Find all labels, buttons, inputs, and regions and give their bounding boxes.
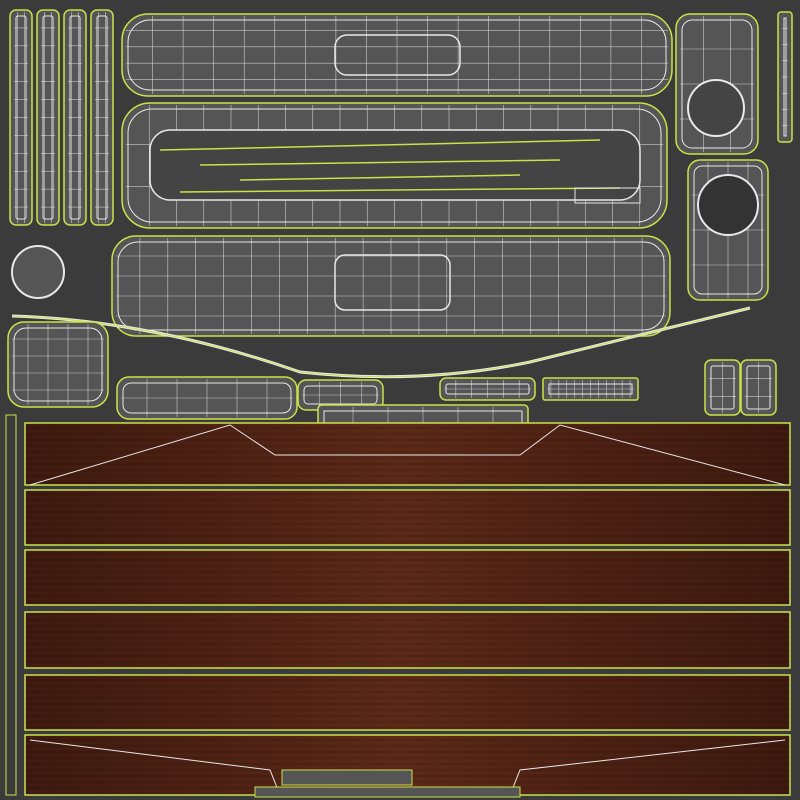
small-panel [574,187,641,204]
bottom-strip [281,769,413,786]
wood-panel [24,549,791,606]
thin-strip [777,11,793,143]
grille-island [542,377,639,401]
small-island [439,377,536,401]
inner-edge [13,327,103,402]
inner-edge [42,15,54,220]
speaker-circle [697,174,759,236]
speaker-circle [687,79,745,137]
wood-panel [24,422,791,486]
curved-trim-outline [11,307,751,378]
wood-panel [24,611,791,669]
inner-edge [445,383,530,395]
lamp-island [704,359,741,416]
vertical-strip [36,9,60,226]
left-thin-strip [5,414,17,796]
headlight-island [116,376,298,420]
bumper-recess [334,254,451,311]
inner-edge [122,382,292,414]
inner-edge [548,383,633,395]
wood-panel [24,734,791,796]
inner-edge [117,241,665,331]
wood-panel [24,674,791,731]
lamp-island [740,359,777,416]
inner-edge [783,17,787,137]
inner-edge [681,19,753,149]
round-island [11,245,65,299]
top-bumper-island [121,13,673,97]
inner-edge [693,165,763,295]
trim-strip [199,159,561,166]
vertical-strip [9,9,33,226]
wood-panel [24,489,791,546]
bottom-strip [254,786,521,798]
trim-strip [159,139,601,151]
inner-edge [303,385,378,405]
vertical-strip [90,9,114,226]
lower-bumper-island [111,235,671,337]
box-island [7,321,109,408]
wood-wire [29,424,786,486]
bumper-recess [334,34,461,76]
inner-edge [69,15,81,220]
inner-edge [746,365,771,410]
inner-edge [710,365,735,410]
trim-strip [239,174,521,181]
box-island-outline [7,321,109,408]
trim-strip [179,187,621,193]
vertical-strip [63,9,87,226]
inner-edge [127,19,667,91]
inner-edge [15,15,27,220]
inner-edge [127,108,662,223]
inner-edge [96,15,108,220]
